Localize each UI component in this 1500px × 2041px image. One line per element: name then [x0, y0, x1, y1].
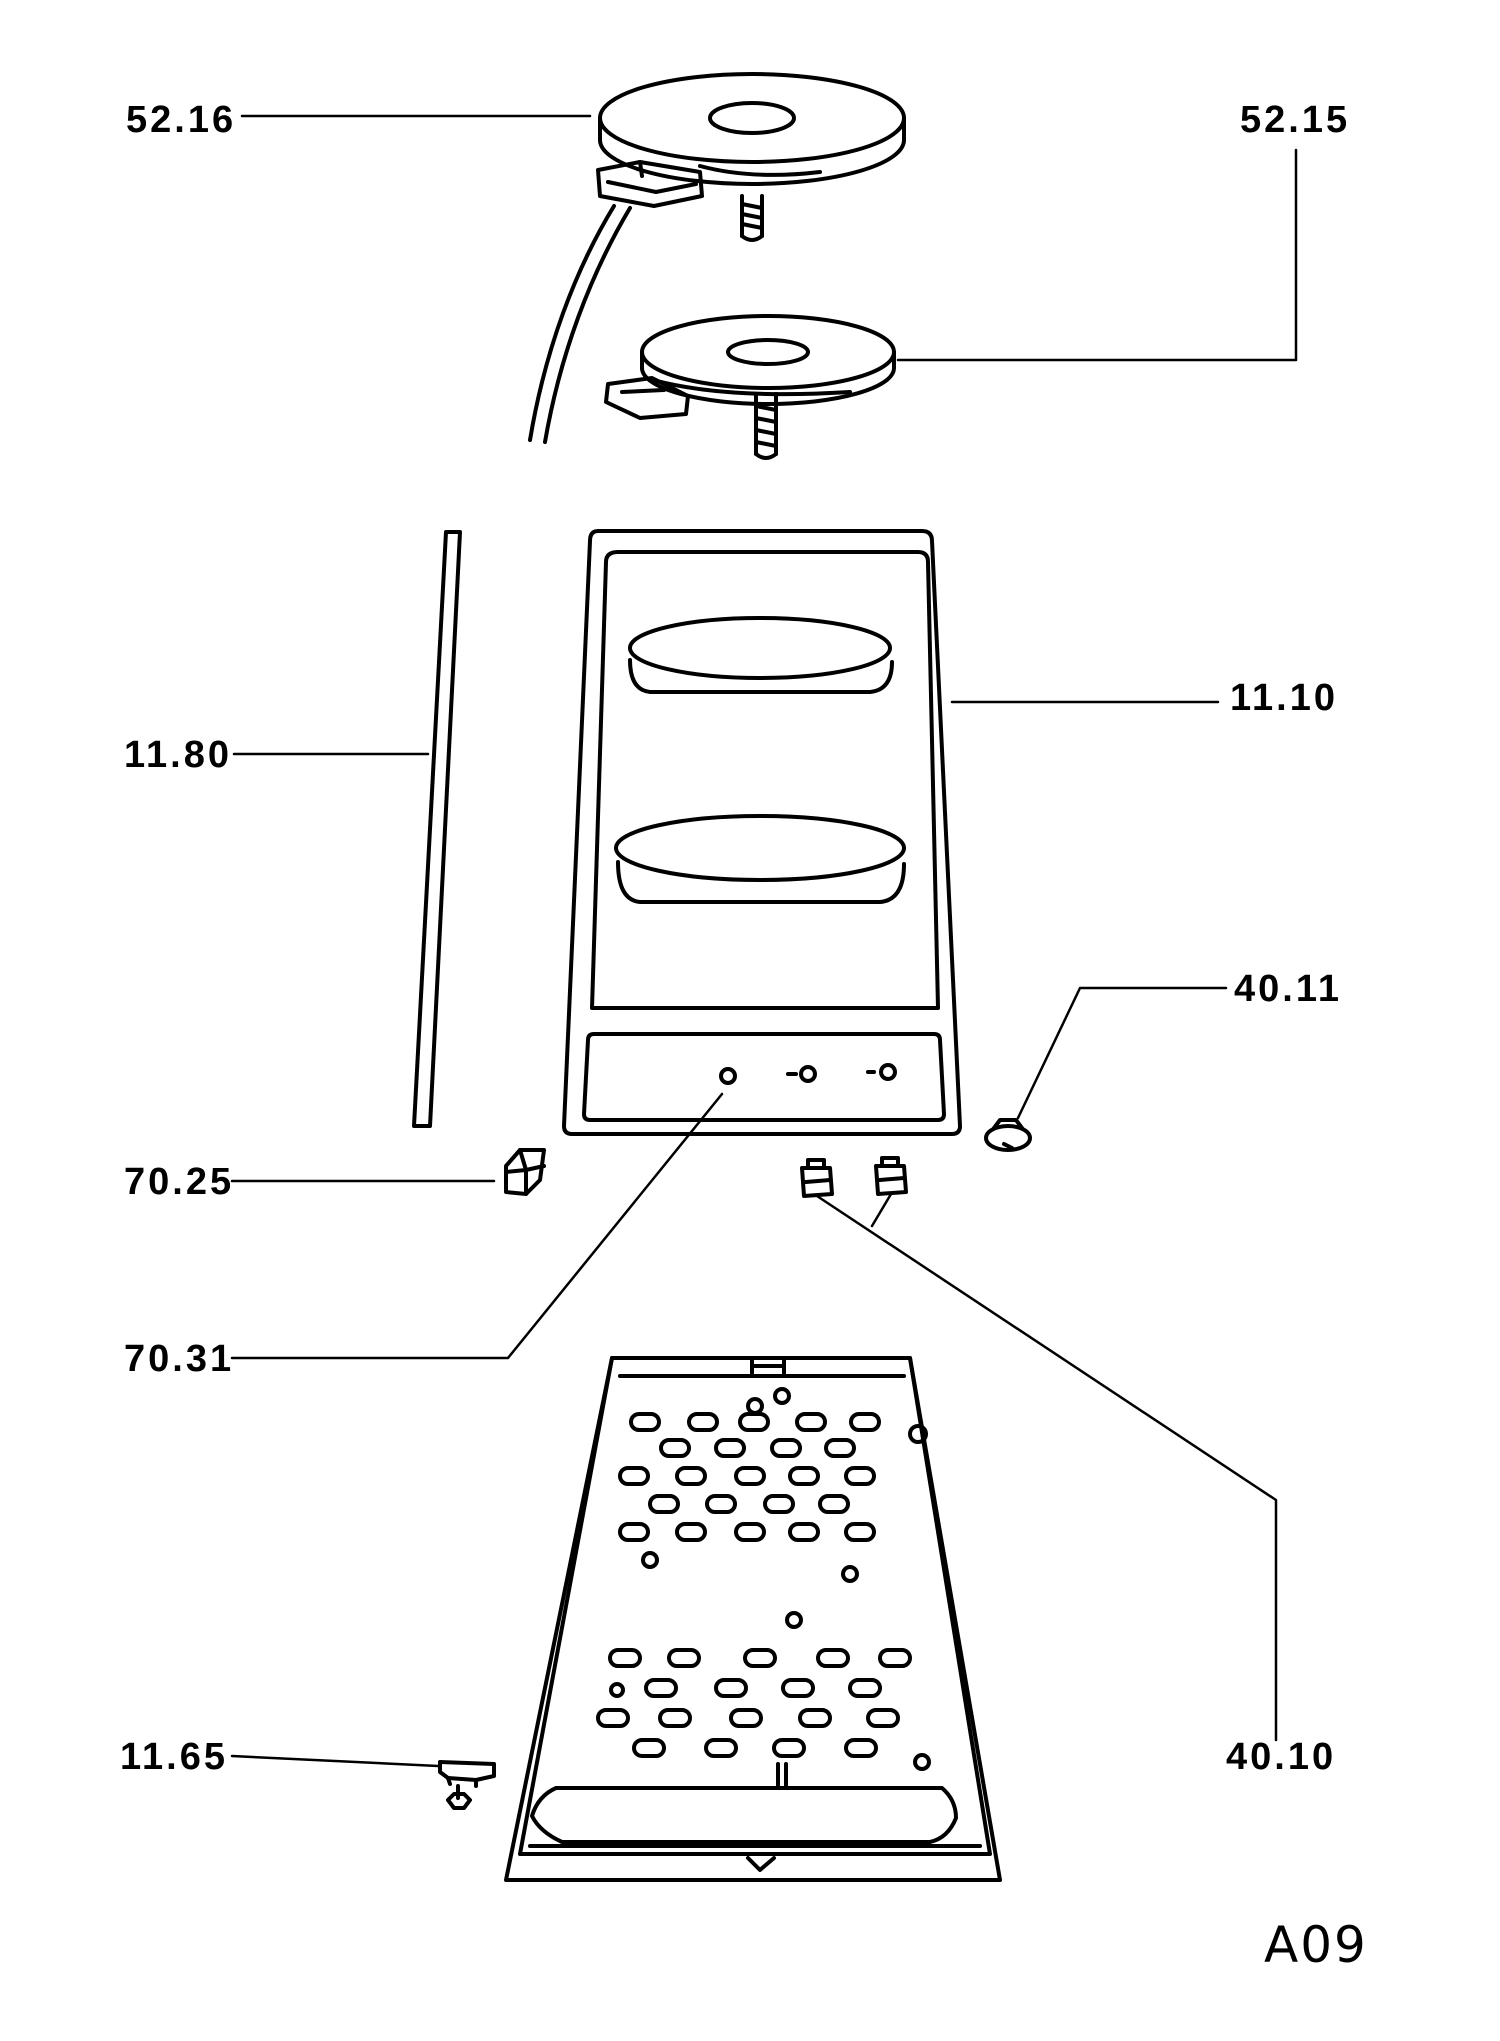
callout-label-52-16: 52.16 [126, 99, 237, 141]
vent-slots-upper [618, 1412, 881, 1542]
trim-strip-11-80 [412, 530, 462, 1128]
callout-label-70-25: 70.25 [124, 1161, 235, 1203]
callout-label-40-11: 40.11 [1234, 968, 1342, 1010]
vent-slots-lower [596, 1648, 912, 1758]
switch-blocks-40-10 [800, 1156, 908, 1198]
sheet-code-label: A09 [1264, 1916, 1368, 1974]
callout-label-52-15: 52.15 [1240, 99, 1351, 141]
callout-label-11-80: 11.80 [124, 734, 232, 776]
hotplate-small-52-15 [604, 314, 896, 460]
callout-label-11-65: 11.65 [120, 1736, 228, 1778]
foot-11-65 [438, 1760, 496, 1810]
callout-label-70-31: 70.31 [124, 1338, 235, 1380]
clip-70-25 [504, 1148, 546, 1196]
callout-label-40-10: 40.10 [1226, 1736, 1337, 1778]
leader-lines [230, 114, 1298, 1768]
base-tray [504, 1356, 1002, 1882]
hob-top-11-10 [562, 529, 962, 1136]
hotplate-large-52-16 [528, 72, 906, 444]
callout-label-11-10: 11.10 [1230, 677, 1338, 719]
knob-cap-40-11 [984, 1118, 1032, 1152]
